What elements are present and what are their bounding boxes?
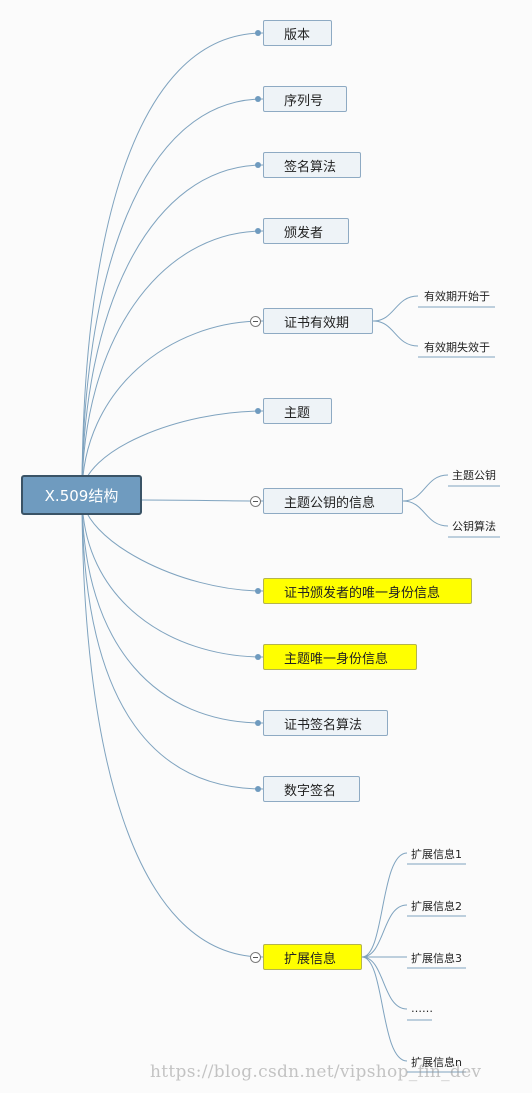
anchor-dot (255, 786, 261, 792)
node-issuer[interactable]: 颁发者 (263, 218, 349, 244)
node-label: 颁发者 (284, 225, 324, 241)
node-serial[interactable]: 序列号 (263, 86, 347, 112)
node-label: 证书签名算法 (284, 717, 363, 733)
anchor-dot (255, 96, 261, 102)
node-issuer-unique-id[interactable]: 证书颁发者的唯一身份信息 (263, 578, 472, 604)
connector-subject-pubkey-info (141, 499, 264, 502)
anchor-dot (255, 654, 261, 660)
node-label: 主题公钥的信息 (284, 495, 376, 511)
node-validity[interactable]: 证书有效期 (263, 308, 373, 334)
anchor-dot (255, 408, 261, 414)
leaf-ext1[interactable]: 扩展信息1 (411, 848, 462, 861)
collapse-extensions-toggle[interactable] (250, 952, 261, 963)
node-label: 签名算法 (284, 159, 337, 175)
collapse-validity-toggle[interactable] (250, 316, 261, 327)
leaf-ext3[interactable]: 扩展信息3 (411, 952, 462, 965)
node-label: 主题 (284, 405, 311, 421)
root-node[interactable]: X.509结构 (21, 475, 142, 515)
connector-extn (361, 956, 408, 1062)
anchor-dot (255, 588, 261, 594)
anchor-dot (255, 30, 261, 36)
connector-extensions (81, 494, 264, 958)
connector-issuer (81, 230, 264, 496)
node-label: 主题唯一身份信息 (284, 651, 389, 667)
connector-version (81, 32, 264, 496)
leaf-ext-more[interactable]: …… (411, 1002, 433, 1015)
node-version[interactable]: 版本 (263, 20, 332, 46)
connector-subject-pubkey (402, 474, 449, 502)
connector-pubkey-alg (402, 500, 449, 527)
leaf-extn[interactable]: 扩展信息n (411, 1056, 462, 1069)
collapse-pubkey-info-toggle[interactable] (250, 496, 261, 507)
node-label: 数字签名 (284, 783, 337, 799)
connector-validity (81, 320, 264, 496)
node-digital-signature[interactable]: 数字签名 (263, 776, 360, 802)
node-cert-sig-alg[interactable]: 证书签名算法 (263, 710, 388, 736)
node-label: 证书有效期 (284, 315, 350, 331)
connector-cert-sig-alg (81, 494, 264, 724)
node-label: 序列号 (284, 93, 324, 109)
connector-ext1 (361, 852, 408, 958)
anchor-dot (255, 228, 261, 234)
node-subject-unique-id[interactable]: 主题唯一身份信息 (263, 644, 417, 670)
node-subject-pubkey-info[interactable]: 主题公钥的信息 (263, 488, 403, 514)
connector-sig-alg (81, 164, 264, 496)
leaf-validity-end[interactable]: 有效期失效于 (424, 341, 490, 354)
leaf-validity-start[interactable]: 有效期开始于 (424, 290, 490, 303)
node-subject[interactable]: 主题 (263, 398, 332, 424)
node-label: 扩展信息 (284, 951, 337, 967)
leaf-pubkey-alg[interactable]: 公钥算法 (452, 520, 496, 533)
node-extensions[interactable]: 扩展信息 (263, 944, 362, 970)
watermark-text: https://blog.csdn.net/vipshop_fin_dev (150, 1062, 482, 1082)
connector-validity-start (372, 295, 419, 322)
connector-ext-more (361, 956, 408, 1010)
node-sig-alg[interactable]: 签名算法 (263, 152, 361, 178)
leaf-subject-pubkey[interactable]: 主题公钥 (452, 469, 496, 482)
connector-digital-sig (81, 494, 264, 790)
node-label: 证书颁发者的唯一身份信息 (284, 585, 441, 601)
anchor-dot (255, 162, 261, 168)
connector-subject-uid (81, 494, 264, 658)
connector-serial (81, 98, 264, 496)
connector-ext2 (361, 904, 408, 958)
leaf-ext2[interactable]: 扩展信息2 (411, 900, 462, 913)
anchor-dot (255, 720, 261, 726)
root-label: X.509结构 (44, 486, 119, 505)
connector-validity-end (372, 320, 419, 347)
node-label: 版本 (284, 27, 311, 43)
